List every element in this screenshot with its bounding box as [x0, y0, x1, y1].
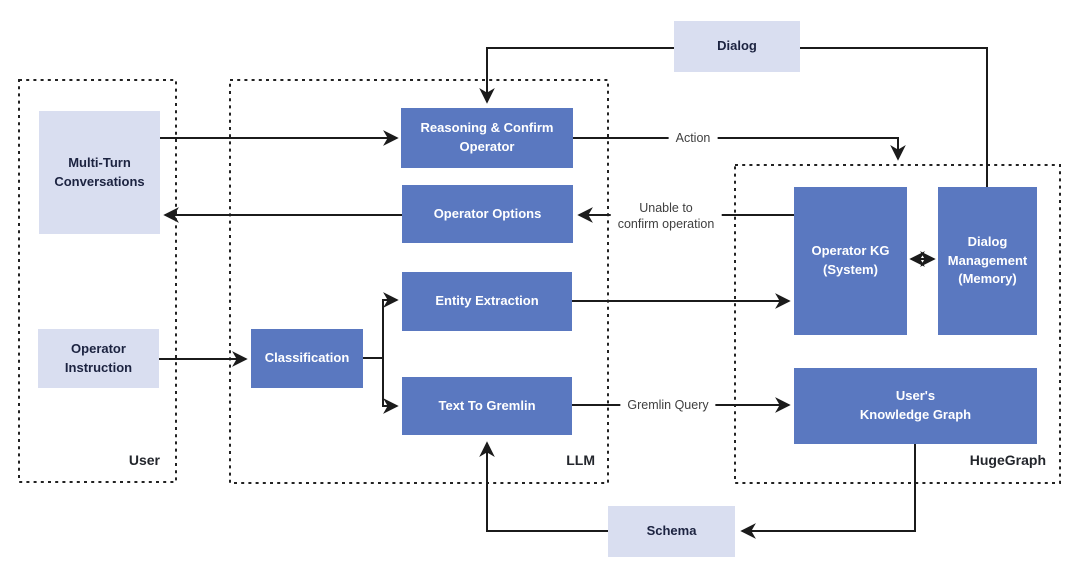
node-operator-options: Operator Options — [402, 185, 573, 243]
node-entity-extraction: Entity Extraction — [402, 272, 572, 331]
edge-dialog-to-reasoning — [479, 47, 674, 104]
group-label-user: User — [128, 452, 160, 468]
edge-schema-to-ttg — [479, 441, 608, 532]
node-multi-turn-conversations: Multi-Turn Conversations — [39, 111, 160, 234]
node-classification: Classification — [251, 329, 363, 388]
edge-label-action: Action — [668, 128, 718, 148]
group-label-hugegraph: HugeGraph — [969, 452, 1046, 468]
group-border-hugegraph — [734, 164, 1061, 484]
node-schema: Schema — [608, 506, 735, 557]
node-dialog: Dialog — [674, 21, 800, 72]
edge-dialog-to-dialogmgmt — [800, 47, 988, 187]
group-border-llm — [229, 79, 609, 484]
node-users-knowledge-graph: User's Knowledge Graph — [794, 368, 1037, 444]
edge-userskg-to-schema — [740, 444, 916, 539]
node-operator-kg: Operator KG (System) — [794, 187, 907, 335]
node-text-to-gremlin: Text To Gremlin — [402, 377, 572, 435]
edge-classification-branch-spine — [363, 299, 384, 407]
node-operator-instruction: Operator Instruction — [38, 329, 159, 388]
node-reasoning-confirm-operator: Reasoning & Confirm Operator — [401, 108, 573, 168]
edge-reasoning-action-to-hugegraph — [573, 137, 906, 161]
node-dialog-management: Dialog Management (Memory) — [938, 187, 1037, 335]
edge-label-unable-to-confirm: Unable to confirm operation — [610, 198, 722, 234]
edge-label-gremlin-query: Gremlin Query — [620, 395, 716, 415]
group-label-llm: LLM — [566, 452, 595, 468]
group-border-user — [18, 79, 177, 483]
